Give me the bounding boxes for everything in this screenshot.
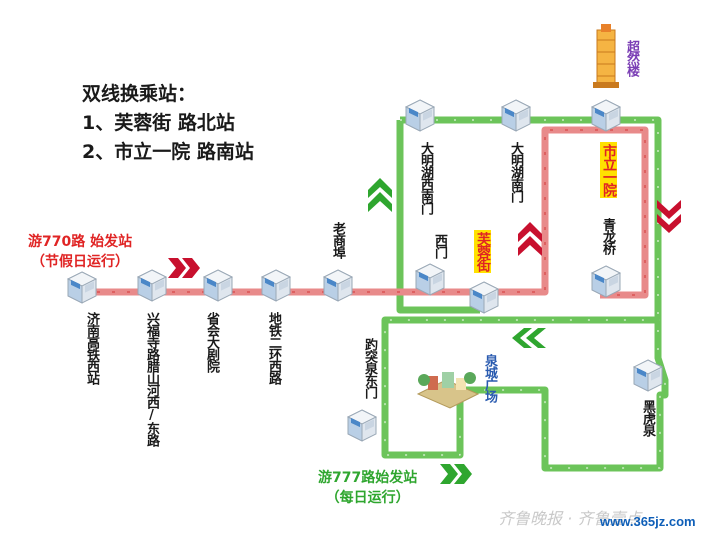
station-damingnan-icon[interactable] — [501, 99, 531, 132]
station-baotuquan-icon[interactable] — [347, 409, 377, 442]
legend-line-2: 2、市立一院 路南站 — [82, 141, 254, 163]
direction-arrow-red-east — [168, 258, 200, 278]
quancheng-square-icon — [416, 372, 480, 409]
route-777-note: （每日运行） — [325, 490, 410, 506]
label-quancheng: 泉城广场 — [482, 354, 497, 402]
chaoranlou-tower-icon — [593, 24, 619, 88]
route-770-start: 游770路 始发站 （节假日运行） — [28, 232, 132, 272]
station-qinglongqiao-icon[interactable] — [591, 265, 621, 298]
label-chaoranlou: 超然楼 — [624, 40, 639, 76]
station-laoshangbu-icon[interactable] — [323, 269, 353, 302]
direction-arrow-green-east — [440, 464, 472, 484]
legend-title: 双线换乘站： — [82, 83, 197, 105]
label-qinglongqiao: 青龙桥 — [600, 218, 615, 254]
station-ditie-icon[interactable] — [261, 269, 291, 302]
station-ximen-icon[interactable] — [415, 263, 445, 296]
station-shenghui-icon[interactable] — [203, 269, 233, 302]
direction-arrow-red-south — [657, 200, 681, 233]
route-770-name: 游770路 始发站 — [28, 234, 133, 250]
direction-arrow-green-north — [368, 178, 392, 212]
route-770-note: （节假日运行） — [31, 254, 130, 270]
label-ditie: 地铁二环西路 — [266, 312, 281, 384]
station-xingfusi-icon[interactable] — [137, 269, 167, 302]
direction-arrow-red-north — [518, 222, 542, 256]
station-damingxi-icon[interactable] — [405, 99, 435, 132]
station-heihuquan-icon[interactable] — [633, 359, 663, 392]
transfer-legend: 双线换乘站： 1、芙蓉街 路北站 2、市立一院 路南站 — [82, 80, 254, 167]
label-shiliyiyuan: 市立一院 — [600, 142, 617, 198]
label-jinan-west: 济南高铁西站 — [84, 312, 99, 384]
label-ximen: 西门 — [432, 234, 447, 258]
route-777-line — [381, 116, 669, 472]
label-heihuquan: 黑虎泉 — [640, 400, 655, 436]
label-damingnan: 大明湖南门 — [508, 142, 523, 202]
label-xingfusi: 兴福寺路腊山河西/东路 — [144, 312, 159, 446]
label-furongjie: 芙蓉街 — [474, 230, 491, 273]
label-laoshangbu: 老商埠 — [330, 222, 345, 258]
label-damingxi: 大明湖西南门 — [418, 142, 433, 214]
station-jinan-west-icon[interactable] — [67, 271, 97, 304]
legend-line-1: 1、芙蓉街 路北站 — [82, 112, 235, 134]
watermark-brand: 齐鲁晚报 · 齐鲁壹点 — [498, 509, 642, 528]
route-777-name: 游777路始发站 — [318, 470, 418, 486]
watermark-url: www.365jz.com — [600, 514, 696, 529]
route-777-start: 游777路始发站 （每日运行） — [318, 468, 417, 508]
station-furongjie-icon[interactable] — [469, 281, 499, 314]
label-baotuquan: 趵突泉东门 — [362, 338, 377, 398]
label-shenghui: 省会大剧院 — [204, 312, 219, 372]
station-shiliyiyuan-icon[interactable] — [591, 99, 621, 132]
direction-arrow-green-west — [512, 328, 546, 348]
